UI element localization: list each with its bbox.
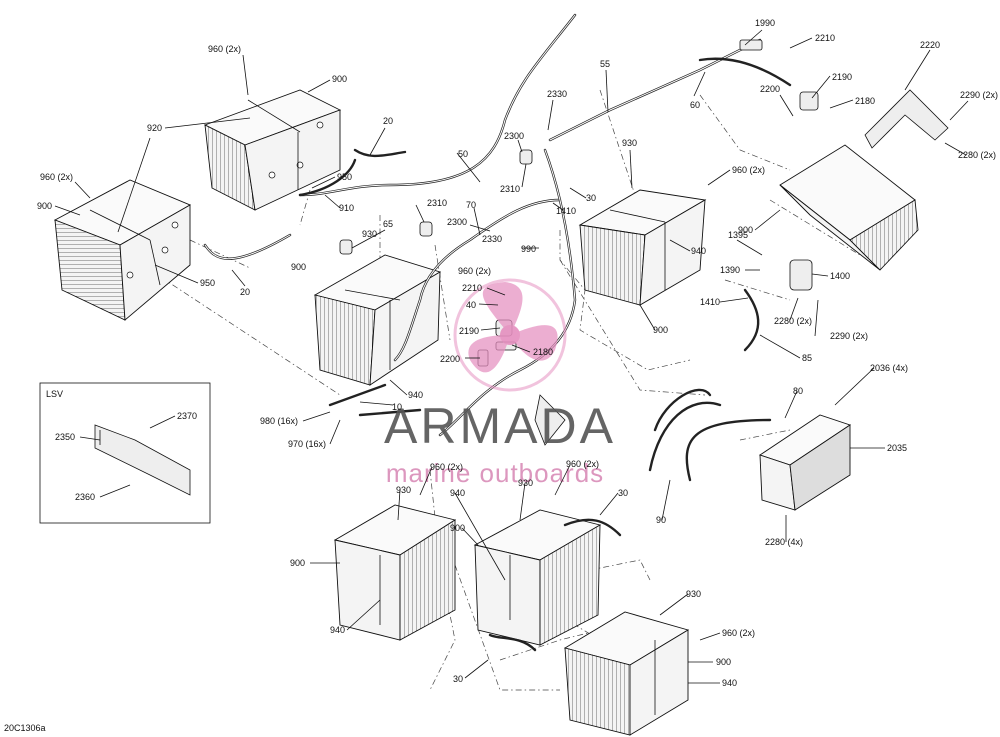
cables [203, 13, 792, 652]
callout-55: 55 [600, 59, 610, 69]
callout-970: 970 (16x) [288, 439, 326, 449]
callout-2300-b: 2300 [504, 131, 524, 141]
callout-2180-b: 2180 [855, 96, 875, 106]
callout-1410-a: 1410 [556, 206, 576, 216]
callout-1395: 1395 [728, 230, 748, 240]
callout-2290-a: 2290 (2x) [960, 90, 998, 100]
battery-bottom-right [563, 611, 690, 736]
callout-1410-b: 1410 [700, 297, 720, 307]
callout-900-f: 900 [290, 558, 305, 568]
callout-2190-b: 2190 [832, 72, 852, 82]
battery-top-left [203, 89, 342, 211]
callout-940-b: 940 [691, 246, 706, 256]
callout-40: 40 [466, 300, 476, 310]
callout-2210-a: 2210 [462, 283, 482, 293]
callout-960-d: 960 (2x) [732, 165, 765, 175]
leader-lines [54, 29, 969, 684]
callout-2370: 2370 [177, 411, 197, 421]
callout-2280-c: 2280 (4x) [765, 537, 803, 547]
callout-2180-a: 2180 [533, 347, 553, 357]
callout-2280-a: 2280 (2x) [958, 150, 996, 160]
callout-80: 80 [793, 386, 803, 396]
callout-940-c: 940 [330, 625, 345, 635]
callout-960-f: 960 (2x) [566, 459, 599, 469]
callout-900-b: 900 [37, 201, 52, 211]
callout-2200-a: 2200 [440, 354, 460, 364]
callout-900-c: 900 [291, 262, 306, 272]
watermark-brand: ARMADA [384, 398, 616, 454]
battery-center [313, 254, 442, 386]
battery-right [779, 144, 919, 271]
callout-65: 65 [383, 219, 393, 229]
armada-propeller-logo [453, 278, 567, 392]
callout-20-a: 20 [383, 116, 393, 126]
callout-960-e: 960 (2x) [430, 462, 463, 472]
callout-1390: 1390 [720, 265, 740, 275]
callout-30-b: 30 [618, 488, 628, 498]
callout-940-e: 940 [722, 678, 737, 688]
callout-990: 990 [521, 244, 536, 254]
callout-1400: 1400 [830, 271, 850, 281]
callout-930-e: 930 [686, 589, 701, 599]
callout-2210-b: 2210 [815, 33, 835, 43]
callout-2190-a: 2190 [459, 326, 479, 336]
callout-2310-b: 2310 [500, 184, 520, 194]
callout-2310-a: 2310 [427, 198, 447, 208]
battery-bottom-center [473, 509, 602, 646]
callout-2036: 2036 (4x) [870, 363, 908, 373]
callout-930-a: 930 [362, 229, 377, 239]
callout-2220: 2220 [920, 40, 940, 50]
callout-60: 60 [690, 100, 700, 110]
callout-85: 85 [802, 353, 812, 363]
callout-910: 910 [339, 203, 354, 213]
callout-2280-b: 2280 (2x) [774, 316, 812, 326]
lsv-inset-title: LSV [46, 389, 63, 399]
battery-center-right [578, 189, 707, 306]
callout-920: 920 [147, 123, 162, 133]
callout-930-d: 930 [518, 478, 533, 488]
callout-10: 10 [392, 402, 402, 412]
callout-labels: 960 (2x) 900 920 20 950 960 (2x) 900 950… [37, 18, 998, 688]
callout-2035: 2035 [887, 443, 907, 453]
callout-90: 90 [656, 515, 666, 525]
callout-900-h: 900 [716, 657, 731, 667]
battery-bottom-left [333, 504, 457, 641]
callout-960-b: 960 (2x) [40, 172, 73, 182]
callout-30-c: 30 [453, 674, 463, 684]
callout-900-g: 900 [450, 523, 465, 533]
callout-2330-a: 2330 [482, 234, 502, 244]
callout-2360: 2360 [75, 492, 95, 502]
figure-code: 20C1306a [4, 723, 46, 733]
callout-950-a: 950 [337, 172, 352, 182]
lsv-inset: LSV [39, 382, 211, 524]
callout-2300-a: 2300 [447, 217, 467, 227]
callout-940-d: 940 [450, 488, 465, 498]
callout-980: 980 (16x) [260, 416, 298, 426]
callout-30-a: 30 [586, 193, 596, 203]
callout-940-a: 940 [408, 390, 423, 400]
callout-960-c: 960 (2x) [458, 266, 491, 276]
battery-box-2035 [758, 414, 852, 511]
callout-2350: 2350 [55, 432, 75, 442]
armada-watermark: ARMADA marine outboards [384, 278, 616, 488]
callout-2200-b: 2200 [760, 84, 780, 94]
callout-930-b: 930 [622, 138, 637, 148]
callout-20-b: 20 [240, 287, 250, 297]
callout-2330-b: 2330 [547, 89, 567, 99]
callout-960-a: 960 (2x) [208, 44, 241, 54]
callout-930-c: 930 [396, 485, 411, 495]
callout-1990: 1990 [755, 18, 775, 28]
callout-2290-b: 2290 (2x) [830, 331, 868, 341]
callout-900-e: 900 [653, 325, 668, 335]
callout-900-d: 900 [738, 225, 753, 235]
callout-950-b: 950 [200, 278, 215, 288]
callout-900-a: 900 [332, 74, 347, 84]
callout-70: 70 [466, 200, 476, 210]
watermark-tagline: marine outboards [386, 458, 604, 488]
callout-960-g: 960 (2x) [722, 628, 755, 638]
battery-far-left [53, 179, 192, 321]
callout-50: 50 [458, 149, 468, 159]
